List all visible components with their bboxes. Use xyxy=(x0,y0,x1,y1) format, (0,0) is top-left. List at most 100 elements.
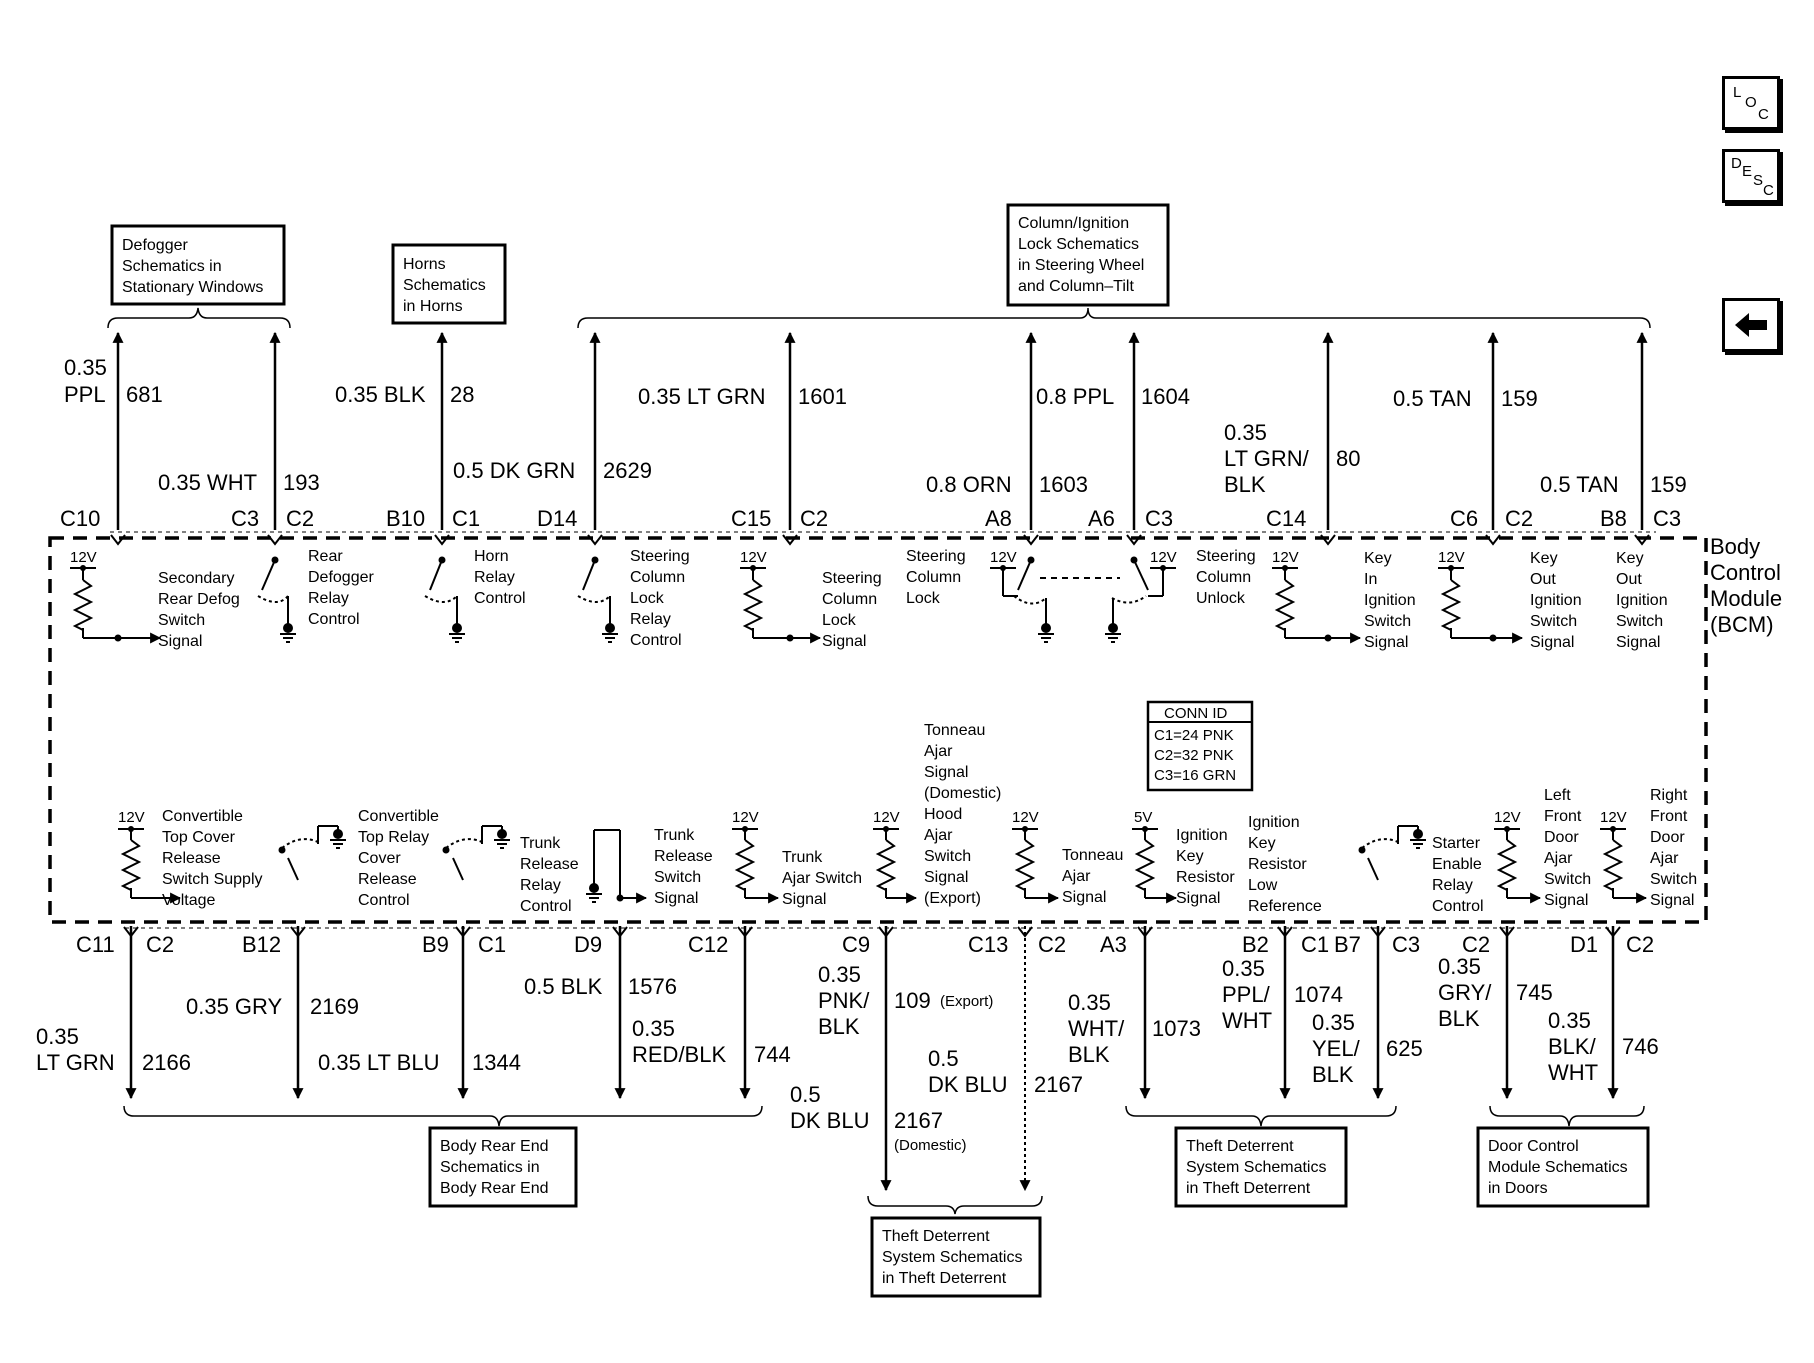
bcm-outline xyxy=(48,536,1708,924)
svg-text:Switch: Switch xyxy=(1364,613,1411,630)
loc-letter-l: L xyxy=(1733,84,1742,101)
svg-text:BLK: BLK xyxy=(1068,1042,1110,1067)
svg-text:Schematics in: Schematics in xyxy=(122,258,222,275)
bottom-function-labels: Convertible Top Cover Release Switch Sup… xyxy=(162,722,1697,915)
svg-text:Rear: Rear xyxy=(308,548,343,565)
svg-text:Signal: Signal xyxy=(1650,892,1694,909)
svg-text:Switch Supply: Switch Supply xyxy=(162,871,263,888)
svg-text:Ignition: Ignition xyxy=(1364,592,1416,609)
ref-box-door-control[interactable]: Door Control Module Schematics in Doors xyxy=(1476,1126,1650,1208)
svg-text:12V: 12V xyxy=(873,809,900,826)
svg-text:Door: Door xyxy=(1544,829,1579,846)
svg-text:Ignition: Ignition xyxy=(1176,827,1228,844)
top-wire-labels: 0.35 PPL 681 0.35 WHT 193 0.35 BLK 28 0.… xyxy=(64,355,1687,497)
svg-text:Ajar: Ajar xyxy=(1062,868,1091,885)
svg-text:in Horns: in Horns xyxy=(403,298,463,315)
svg-text:B8: B8 xyxy=(1600,506,1627,531)
svg-text:C1: C1 xyxy=(1301,932,1329,957)
svg-text:Relay: Relay xyxy=(630,611,671,628)
desc-letter-s: S xyxy=(1753,172,1764,189)
svg-text:Schematics: Schematics xyxy=(403,277,486,294)
svg-text:1604: 1604 xyxy=(1141,384,1190,409)
back-arrow-button[interactable] xyxy=(1722,298,1780,352)
svg-text:0.8 ORN: 0.8 ORN xyxy=(926,472,1012,497)
svg-text:C14: C14 xyxy=(1266,506,1306,531)
svg-text:Key: Key xyxy=(1248,835,1276,852)
loc-button[interactable]: L O C xyxy=(1722,76,1780,130)
svg-text:Switch: Switch xyxy=(1530,613,1577,630)
svg-text:Signal: Signal xyxy=(1176,890,1220,907)
svg-text:C11: C11 xyxy=(76,932,115,957)
svg-text:GRY/: GRY/ xyxy=(1438,980,1492,1005)
svg-text:12V: 12V xyxy=(732,809,759,826)
ref-box-body-rear-end[interactable]: Body Rear End Schematics in Body Rear En… xyxy=(428,1126,578,1208)
svg-text:Lock: Lock xyxy=(630,590,665,607)
svg-text:Rear Defog: Rear Defog xyxy=(158,591,240,608)
desc-letter-d: D xyxy=(1731,155,1742,172)
ref-box-horns[interactable]: Horns Schematics in Horns xyxy=(391,243,507,325)
top-function-labels: Secondary Rear Defog Switch Signal Rear … xyxy=(158,548,1668,651)
svg-text:Column/Ignition: Column/Ignition xyxy=(1018,215,1129,232)
desc-letter-c: C xyxy=(1763,182,1774,199)
svg-text:Switch: Switch xyxy=(158,612,205,629)
svg-text:Lock Schematics: Lock Schematics xyxy=(1018,236,1139,253)
svg-text:System Schematics: System Schematics xyxy=(882,1249,1022,1266)
svg-text:12V: 12V xyxy=(1600,809,1627,826)
svg-text:Module Schematics: Module Schematics xyxy=(1488,1159,1628,1176)
desc-button[interactable]: D E S C xyxy=(1722,149,1780,203)
svg-text:745: 745 xyxy=(1516,980,1553,1005)
svg-text:WHT/: WHT/ xyxy=(1068,1016,1125,1041)
svg-text:in Theft Deterrent: in Theft Deterrent xyxy=(882,1270,1007,1287)
svg-text:Signal: Signal xyxy=(1616,634,1660,651)
svg-text:Door Control: Door Control xyxy=(1488,1138,1579,1155)
svg-text:12V: 12V xyxy=(1438,549,1465,566)
svg-text:Control: Control xyxy=(358,892,410,909)
ref-box-defogger[interactable]: Defogger Schematics in Stationary Window… xyxy=(110,224,286,306)
svg-text:0.35: 0.35 xyxy=(1548,1008,1591,1033)
svg-text:746: 746 xyxy=(1622,1034,1659,1059)
svg-text:Control: Control xyxy=(474,590,526,607)
svg-text:Trunk: Trunk xyxy=(782,849,823,866)
svg-text:C2: C2 xyxy=(800,506,828,531)
svg-text:625: 625 xyxy=(1386,1036,1423,1061)
svg-text:12V: 12V xyxy=(1150,549,1177,566)
ref-box-theft-deterrent-right[interactable]: Theft Deterrent System Schematics in The… xyxy=(1174,1126,1348,1208)
svg-text:12V: 12V xyxy=(1272,549,1299,566)
svg-text:BLK: BLK xyxy=(1438,1006,1480,1031)
svg-text:Column: Column xyxy=(630,569,685,586)
ref-box-theft-deterrent-center[interactable]: Theft Deterrent System Schematics in The… xyxy=(870,1216,1042,1298)
svg-text:Key: Key xyxy=(1530,550,1558,567)
svg-text:Secondary: Secondary xyxy=(158,570,235,587)
svg-text:Left: Left xyxy=(1544,787,1571,804)
svg-text:0.5: 0.5 xyxy=(790,1082,821,1107)
top-pin-labels: C10 C3 C2 B10 C1 D14 C15 C2 A8 A6 C3 C14… xyxy=(60,506,1681,531)
svg-text:in Doors: in Doors xyxy=(1488,1180,1548,1197)
ref-box-column[interactable]: Column/Ignition Lock Schematics in Steer… xyxy=(1006,203,1170,307)
svg-text:Lock: Lock xyxy=(822,612,857,629)
svg-text:Switch: Switch xyxy=(654,869,701,886)
svg-text:Steering: Steering xyxy=(1196,548,1256,565)
svg-text:159: 159 xyxy=(1501,386,1538,411)
svg-text:C2: C2 xyxy=(286,506,314,531)
svg-text:C2=32 PNK: C2=32 PNK xyxy=(1154,747,1234,764)
svg-text:WHT: WHT xyxy=(1222,1008,1272,1033)
svg-text:C1=24 PNK: C1=24 PNK xyxy=(1154,727,1234,744)
svg-text:PPL/: PPL/ xyxy=(1222,982,1271,1007)
svg-text:Theft Deterrent: Theft Deterrent xyxy=(1186,1138,1294,1155)
svg-text:(Export): (Export) xyxy=(940,993,993,1010)
svg-text:Switch: Switch xyxy=(924,848,971,865)
bottom-wire-labels: 0.35 LT GRN 2166 0.35 GRY 2169 0.35 LT B… xyxy=(36,954,1659,1154)
svg-text:1601: 1601 xyxy=(798,384,847,409)
bottom-pin-labels: C11 C2 B12 B9 C1 D9 C12 C9 C13 C2 A3 B2 … xyxy=(76,932,1654,957)
svg-text:B9: B9 xyxy=(422,932,449,957)
svg-text:BLK: BLK xyxy=(818,1014,860,1039)
svg-text:CONN ID: CONN ID xyxy=(1164,705,1228,722)
svg-text:Resistor: Resistor xyxy=(1176,869,1235,886)
svg-text:C12: C12 xyxy=(688,932,728,957)
svg-text:BLK: BLK xyxy=(1224,472,1266,497)
svg-text:C1: C1 xyxy=(452,506,480,531)
svg-text:Body: Body xyxy=(1710,534,1760,559)
svg-text:Signal: Signal xyxy=(782,891,826,908)
svg-text:LT GRN/: LT GRN/ xyxy=(1224,446,1310,471)
svg-text:Release: Release xyxy=(358,871,417,888)
